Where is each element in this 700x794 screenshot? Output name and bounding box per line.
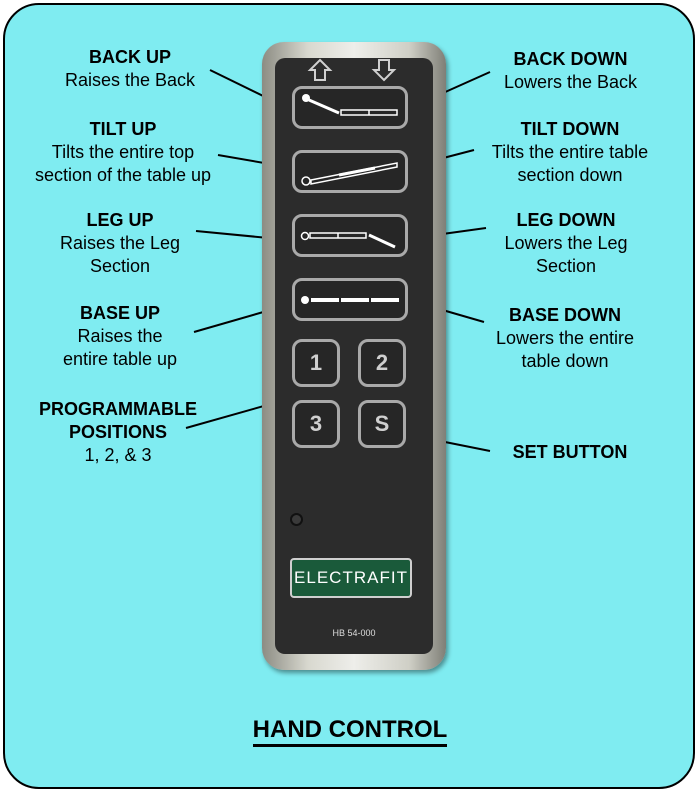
diagram-title-text: HAND CONTROL: [252, 716, 448, 747]
arrow-up-icon: [307, 58, 333, 81]
flat-table-icon: [301, 296, 399, 304]
label-back-down-desc: Lowers the Back: [503, 72, 638, 92]
label-leg-up-desc1: Raises the Leg: [59, 233, 181, 253]
label-base-up: BASE UP Raises the entire table up: [40, 302, 200, 371]
label-tilt-up-desc2: section of the table up: [34, 165, 212, 185]
label-base-down-desc2: table down: [521, 351, 609, 371]
label-back-up-desc: Raises the Back: [64, 70, 196, 90]
label-base-up-desc1: Raises the: [77, 326, 163, 346]
label-leg-down: LEG DOWN Lowers the Leg Section: [486, 209, 646, 278]
label-set-button: SET BUTTON: [490, 441, 650, 464]
label-tilt-up-desc1: Tilts the entire top: [51, 142, 195, 162]
tilt-table-icon: [301, 162, 398, 186]
label-programmable-title2: POSITIONS: [68, 422, 167, 442]
label-base-down: BASE DOWN Lowers the entire table down: [475, 304, 655, 373]
label-programmable: PROGRAMMABLE POSITIONS 1, 2, & 3: [18, 398, 218, 467]
preset-2-button[interactable]: 2: [358, 339, 406, 387]
label-leg-up-desc2: Section: [89, 256, 151, 276]
model-number: HB 54-000: [332, 628, 376, 638]
preset-3-button[interactable]: 3: [292, 400, 340, 448]
label-back-up: BACK UP Raises the Back: [40, 46, 220, 92]
label-back-down: BACK DOWN Lowers the Back: [478, 48, 663, 94]
remote-face: 1 2 3 S ELECTRAFIT HB 54-000: [275, 58, 433, 654]
preset-1-button[interactable]: 1: [292, 339, 340, 387]
label-leg-down-title: LEG DOWN: [516, 210, 616, 230]
base-up-down-button[interactable]: [292, 278, 408, 321]
label-back-up-title: BACK UP: [88, 47, 171, 67]
label-programmable-title1: PROGRAMMABLE: [39, 399, 197, 419]
label-leg-down-desc2: Section: [535, 256, 597, 276]
indicator-light: [290, 513, 303, 526]
electrafit-logo: ELECTRAFIT: [290, 558, 412, 598]
hand-control-remote: 1 2 3 S ELECTRAFIT HB 54-000: [262, 42, 446, 670]
label-tilt-down-title: TILT DOWN: [520, 119, 620, 139]
leg-incline-icon: [300, 231, 396, 249]
label-tilt-down: TILT DOWN Tilts the entire table section…: [470, 118, 670, 187]
label-programmable-desc: 1, 2, & 3: [84, 445, 152, 465]
diagram-title: HAND CONTROL: [0, 716, 700, 747]
label-tilt-up-title: TILT UP: [89, 119, 157, 139]
label-base-down-desc1: Lowers the entire: [495, 328, 635, 348]
label-back-down-title: BACK DOWN: [513, 49, 628, 69]
label-leg-up-title: LEG UP: [86, 210, 154, 230]
label-base-down-title: BASE DOWN: [509, 305, 621, 325]
tilt-up-down-button[interactable]: [292, 150, 408, 193]
label-leg-up: LEG UP Raises the Leg Section: [40, 209, 200, 278]
label-tilt-up: TILT UP Tilts the entire top section of …: [18, 118, 228, 187]
label-base-up-desc2: entire table up: [62, 349, 178, 369]
back-up-down-button[interactable]: [292, 86, 408, 129]
label-set-button-title: SET BUTTON: [512, 442, 628, 462]
leg-up-down-button[interactable]: [292, 214, 408, 257]
back-incline-icon: [302, 94, 398, 116]
label-leg-down-desc1: Lowers the Leg: [504, 233, 628, 253]
logo-text: ELECTRAFIT: [294, 568, 408, 587]
label-tilt-down-desc2: section down: [517, 165, 623, 185]
label-base-up-title: BASE UP: [79, 303, 160, 323]
set-button[interactable]: S: [358, 400, 406, 448]
label-tilt-down-desc1: Tilts the entire table: [491, 142, 649, 162]
arrow-down-icon: [371, 59, 397, 82]
